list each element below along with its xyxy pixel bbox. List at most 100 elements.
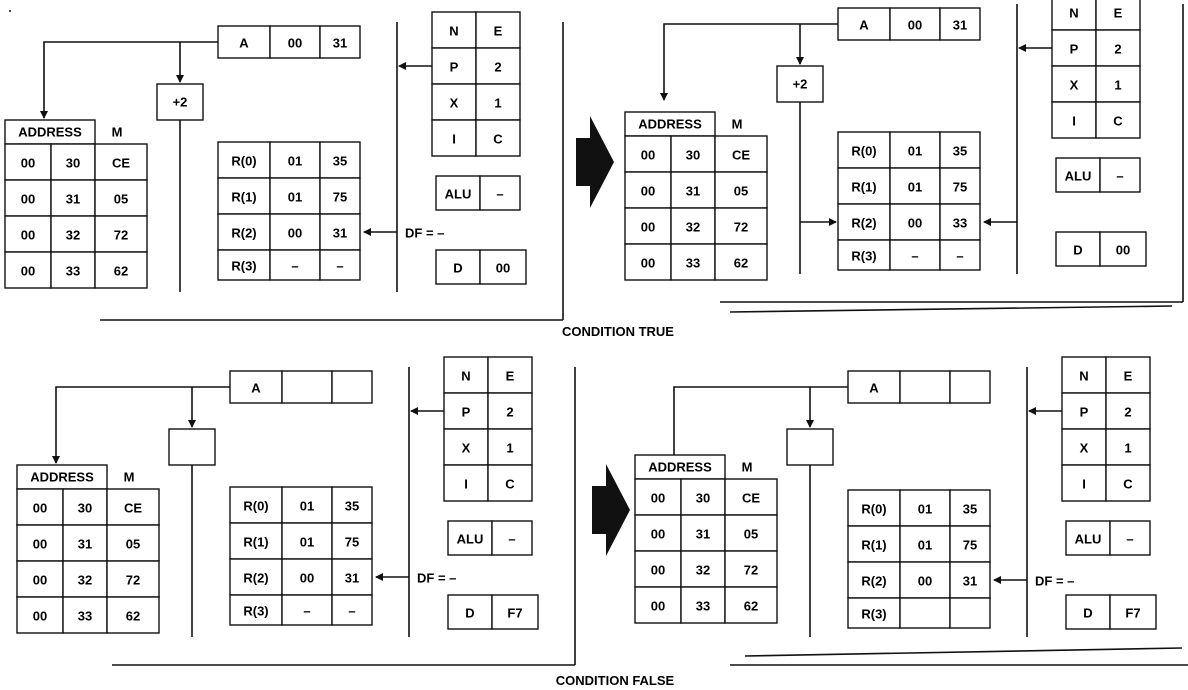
control-row-cell: [1105, 428, 1151, 466]
memory-row-cell: [724, 586, 778, 624]
memory-row-value: CE: [742, 491, 760, 506]
increment-label: +2: [173, 95, 188, 110]
control-row-cell: [1105, 464, 1151, 502]
control-row-cell: [487, 356, 533, 394]
register-row-value: R(0): [851, 144, 876, 159]
control-row-value: 2: [1114, 42, 1121, 57]
increment-box: [786, 428, 834, 466]
d-register-value: F7: [1125, 606, 1140, 621]
register-row-value: 35: [345, 499, 359, 514]
d-register-value: F7: [507, 606, 522, 621]
register-row-cell: [229, 558, 283, 596]
register-row-cell: [281, 594, 333, 626]
register-row-value: 00: [908, 216, 922, 231]
control-row-value: X: [462, 441, 471, 456]
alu-box-cell: [1065, 520, 1111, 556]
transition-arrow-icon: [592, 464, 630, 556]
memory-row-value: 33: [686, 256, 700, 271]
memory-row-cell: [50, 215, 96, 253]
memory-row-value: 30: [66, 156, 80, 171]
control-row-value: 2: [1124, 405, 1131, 420]
a-register-value: 00: [288, 36, 302, 51]
control-row-cell: [475, 119, 521, 157]
control-row-value: C: [493, 132, 503, 147]
register-row-cell: [281, 486, 333, 524]
memory-row-cell: [4, 251, 52, 289]
alu-box-cell: [447, 520, 493, 556]
memory-row-value: 00: [651, 491, 665, 506]
address-header: ADDRESS: [18, 125, 82, 140]
memory-row-value: 05: [744, 527, 758, 542]
register-row-value: 31: [963, 574, 977, 589]
register-row-cell: [889, 131, 941, 169]
register-row-cell: [319, 249, 361, 281]
memory-row-cell: [624, 171, 672, 209]
control-row-value: E: [494, 24, 503, 39]
m-header: M: [732, 117, 743, 132]
df-label: DF = –: [1035, 574, 1074, 589]
control-row-value: C: [1113, 114, 1123, 129]
a-register-cell: [899, 370, 951, 404]
increment-box: [168, 428, 216, 466]
register-row-cell: [269, 141, 321, 179]
register-row-value: 01: [908, 144, 922, 159]
alu-box: ALU–: [1065, 520, 1151, 556]
control-row-value: I: [464, 477, 468, 492]
control-row-value: 2: [494, 60, 501, 75]
control-row-cell: [1105, 356, 1151, 394]
memory-row-cell: [62, 560, 108, 598]
register-row: R(3)––: [837, 239, 981, 271]
memory-row-value: 30: [78, 501, 92, 516]
divider-line: [729, 305, 1173, 313]
memory-row-value: 05: [126, 537, 140, 552]
register-row-value: 75: [345, 535, 359, 550]
register-row-value: R(3): [243, 604, 268, 619]
a-register: A: [229, 370, 373, 404]
address-header: ADDRESS: [648, 460, 712, 475]
memory-row-cell: [94, 143, 148, 181]
register-row-value: R(2): [243, 571, 268, 586]
memory-row-value: 33: [66, 264, 80, 279]
memory-row-cell: [106, 524, 160, 562]
register-row-value: 00: [288, 226, 302, 241]
memory-row-cell: [106, 596, 160, 634]
memory-row-value: 00: [651, 599, 665, 614]
memory-row-value: 00: [33, 573, 47, 588]
memory-row-value: 72: [734, 220, 748, 235]
control-row-value: N: [1079, 369, 1088, 384]
memory-row-cell: [62, 596, 108, 634]
control-row-value: I: [1072, 114, 1076, 129]
memory-row-value: 62: [114, 264, 128, 279]
register-row-value: 00: [918, 574, 932, 589]
memory-row-value: 62: [126, 609, 140, 624]
control-row-value: C: [505, 477, 515, 492]
control-row-value: E: [506, 369, 515, 384]
alu-box-value: ALU: [457, 532, 484, 547]
control-row-value: N: [461, 369, 470, 384]
control-row-cell: [1095, 0, 1141, 31]
register-row-cell: [949, 561, 991, 599]
register-row-cell: [217, 177, 271, 215]
register-row-value: R(1): [243, 535, 268, 550]
register-row-cell: [319, 141, 361, 179]
memory-row-value: 00: [21, 264, 35, 279]
condition-false-caption: CONDITION FALSE: [556, 673, 675, 688]
m-header: M: [742, 460, 753, 475]
d-register-cell: [1109, 594, 1157, 630]
a-register-cell: [889, 7, 941, 41]
